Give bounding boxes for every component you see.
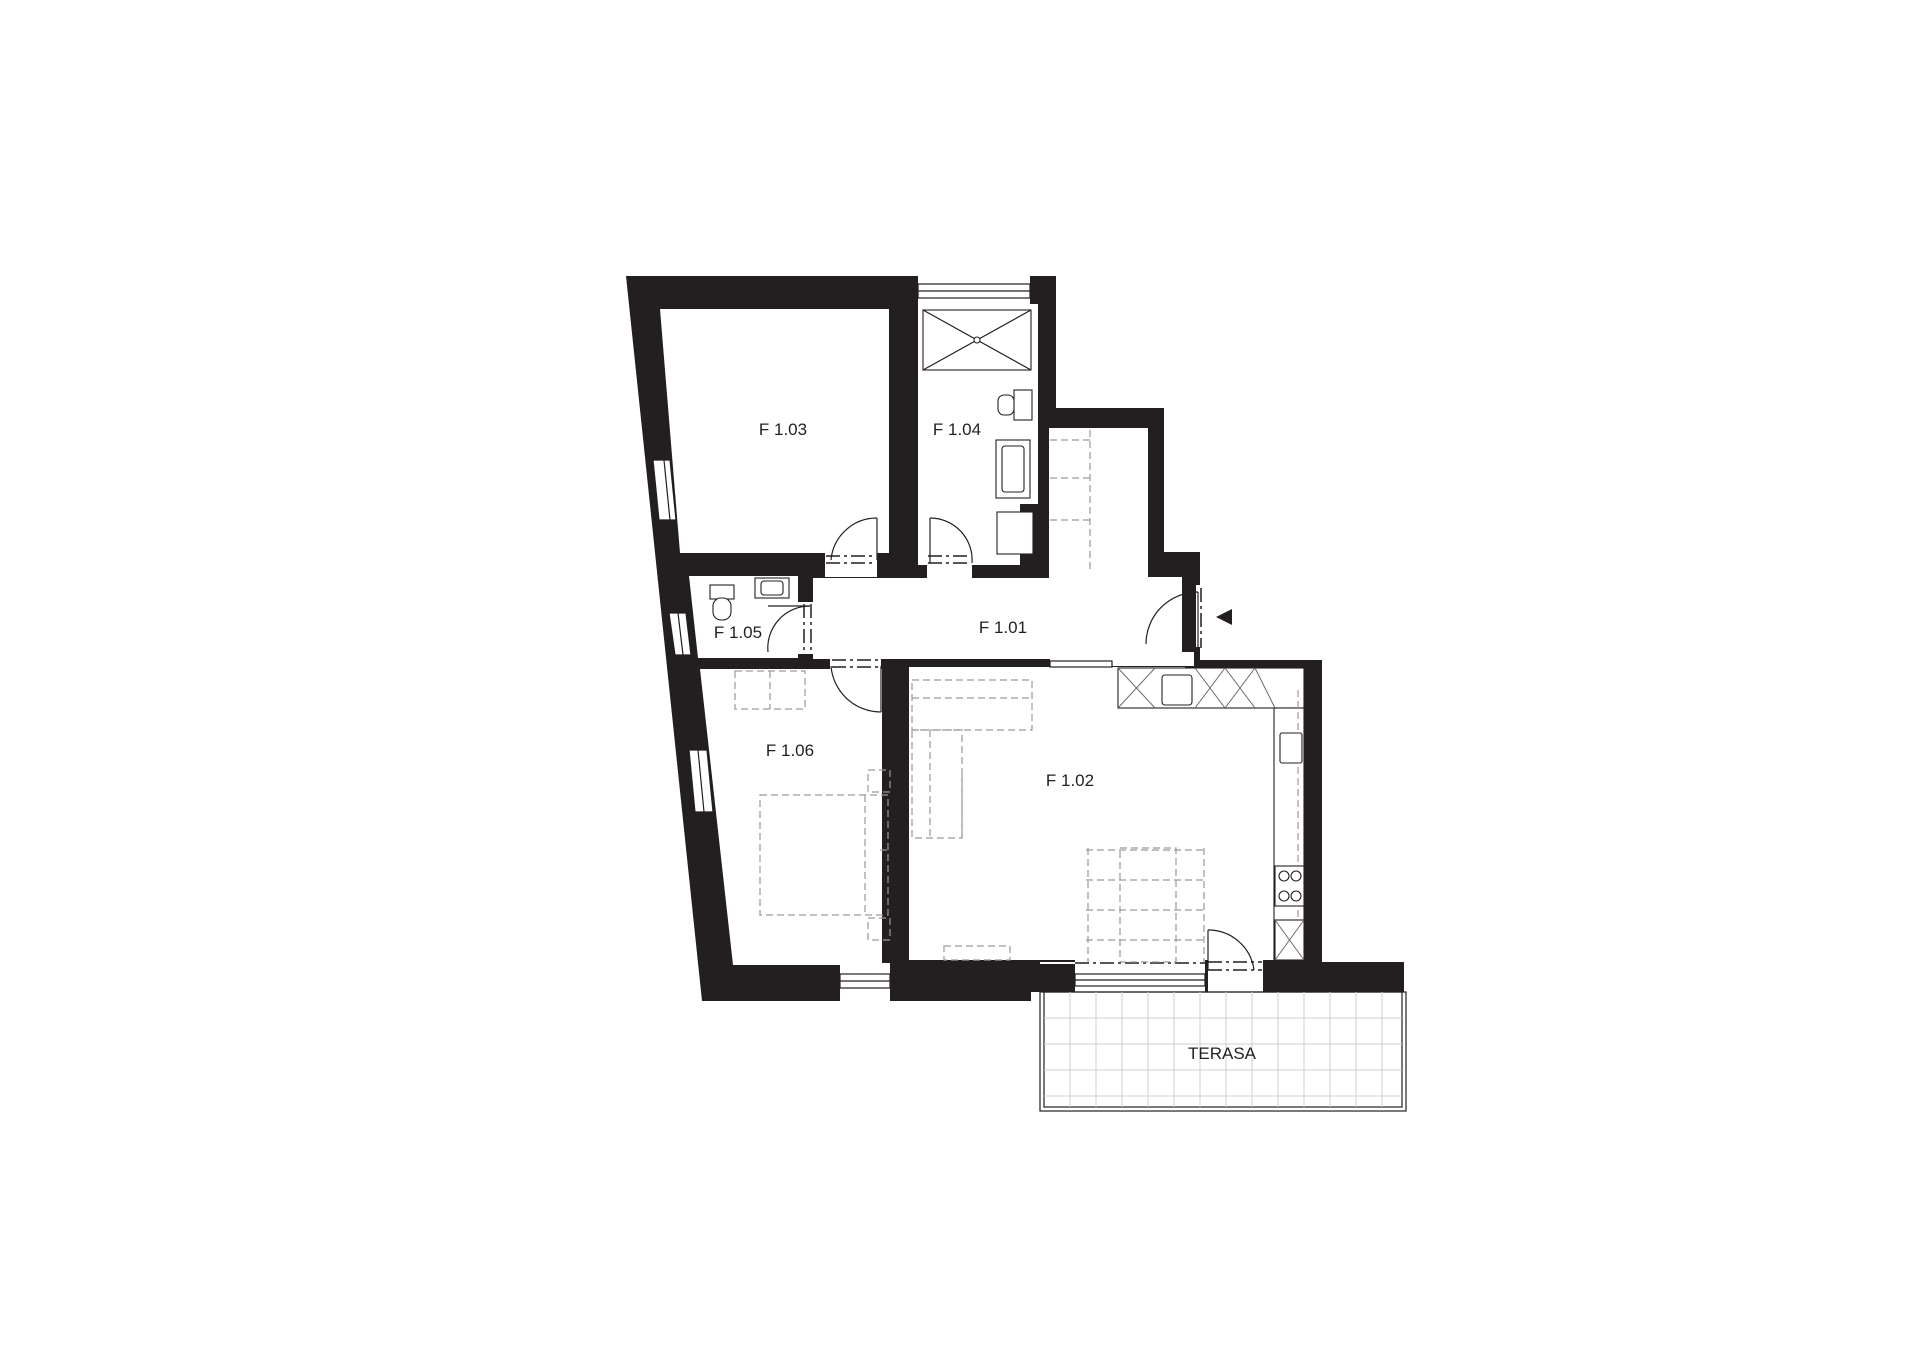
kitchen-sink <box>1279 732 1303 764</box>
doors <box>767 517 1255 971</box>
walls <box>626 276 1404 1001</box>
label-f102: F 1.02 <box>1046 771 1094 790</box>
terrace-tiles <box>1044 992 1402 1107</box>
room-f101-area <box>813 428 1194 666</box>
label-f105: F 1.05 <box>714 623 762 642</box>
room-labels: F 1.03 F 1.04 F 1.01 F 1.05 F 1.06 F 1.0… <box>714 420 1257 1063</box>
bedroom-furniture <box>734 670 891 941</box>
bathroom-fixtures <box>922 309 1091 570</box>
label-terrace: TERASA <box>1188 1044 1257 1063</box>
door-terrace <box>1207 929 1255 971</box>
toilet-f105 <box>709 584 735 600</box>
windows <box>652 283 1206 989</box>
terrace <box>1039 991 1407 1112</box>
hob <box>1274 865 1305 907</box>
thresholds <box>803 555 1262 971</box>
label-f103: F 1.03 <box>759 420 807 439</box>
kitchen <box>1117 667 1305 961</box>
toilet-f104 <box>1013 389 1033 421</box>
dining-table <box>1119 847 1177 963</box>
wc-fixtures <box>709 577 790 621</box>
bed <box>759 794 889 916</box>
entrance-arrow-icon <box>1216 609 1232 625</box>
living-furniture <box>911 679 1206 963</box>
sofa <box>911 679 1033 731</box>
room-f106-area <box>700 669 882 965</box>
door-f106 <box>830 665 882 713</box>
kitchen-counter-top <box>1117 667 1305 709</box>
door-f103 <box>830 517 878 561</box>
glass-partition <box>1049 660 1113 668</box>
label-f104: F 1.04 <box>933 420 981 439</box>
room-f102-area <box>909 667 1304 960</box>
tv-unit <box>943 945 1011 961</box>
door-entrance <box>1145 591 1199 648</box>
room-f103-area <box>660 309 889 553</box>
door-f105 <box>767 605 811 653</box>
washing-machine <box>996 511 1034 555</box>
label-f101: F 1.01 <box>979 618 1027 637</box>
label-f106: F 1.06 <box>766 741 814 760</box>
